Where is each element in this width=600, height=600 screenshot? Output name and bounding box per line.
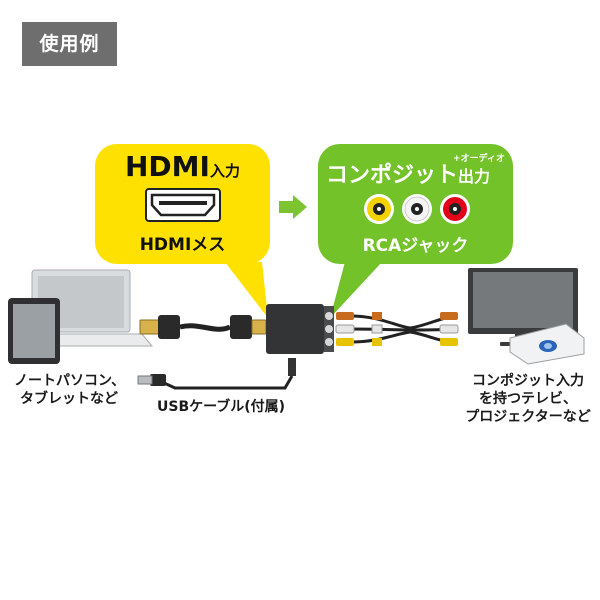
- rca-cables: [335, 312, 459, 346]
- rca-jack-label: RCAジャック: [362, 236, 469, 256]
- output-bubble-tail: [330, 262, 382, 318]
- hdmi-input-title: HDMI入力: [95, 150, 270, 183]
- converter-box: [266, 304, 334, 354]
- rca-jack-icons: [364, 194, 470, 224]
- usb-cable: [137, 358, 296, 390]
- right-arrow-icon: [279, 195, 307, 219]
- hdmi-input-title-sub: 入力: [209, 162, 240, 180]
- composite-output-title-main: コンポジット: [326, 163, 459, 188]
- tv-icon: [468, 268, 578, 346]
- composite-output-title: コンポジット出力: [326, 157, 512, 189]
- hdmi-input-title-main: HDMI: [125, 150, 210, 183]
- rca-jack-red-icon: [440, 194, 470, 224]
- rca-jack-white-icon: [402, 194, 432, 224]
- audio-note: +オーディオ: [453, 154, 505, 164]
- source-device-line2: タブレットなど: [20, 391, 118, 407]
- projector-icon: [509, 323, 585, 365]
- source-device-line1: ノートパソコン、: [14, 373, 126, 389]
- target-device-label: コンポジット入力 を持つテレビ、 プロジェクターなど: [463, 372, 593, 426]
- hdmi-port-icon: [145, 188, 221, 222]
- hdmi-port-label: HDMIメス: [139, 235, 226, 255]
- usage-example-tag: 使用例: [22, 22, 117, 66]
- rca-jack-yellow-icon: [364, 194, 394, 224]
- hdmi-cable: [139, 315, 267, 339]
- tablet-icon: [8, 298, 60, 364]
- target-device-line1: コンポジット入力: [472, 373, 584, 389]
- usb-cable-label: USBケーブル(付属): [157, 399, 286, 415]
- composite-output-title-sub: 出力: [458, 167, 491, 186]
- source-device-label: ノートパソコン、 タブレットなど: [14, 372, 125, 408]
- input-bubble-tail: [225, 262, 268, 318]
- target-device-line3: プロジェクターなど: [465, 409, 591, 425]
- target-device-line2: を持つテレビ、: [479, 391, 577, 407]
